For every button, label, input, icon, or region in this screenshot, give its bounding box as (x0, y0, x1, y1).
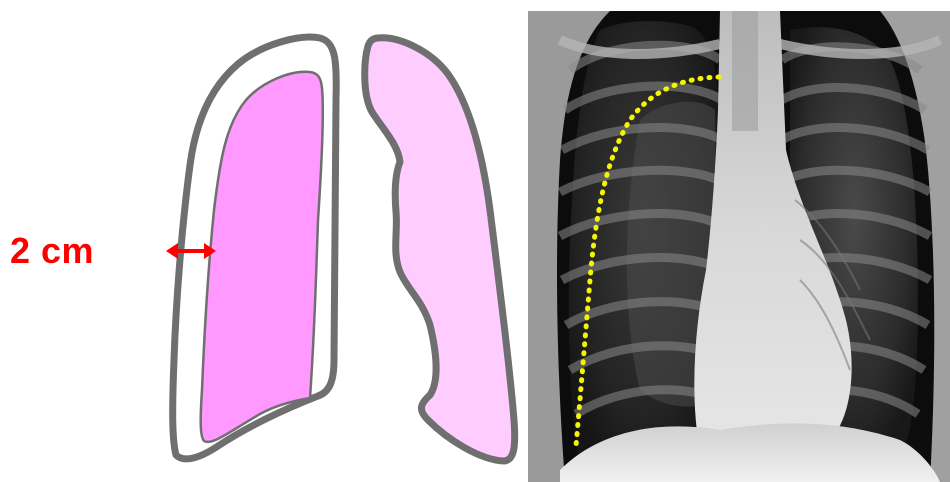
lung-diagram (173, 37, 515, 461)
left-lung (365, 38, 515, 461)
measurement-label: 2 cm (10, 229, 94, 273)
